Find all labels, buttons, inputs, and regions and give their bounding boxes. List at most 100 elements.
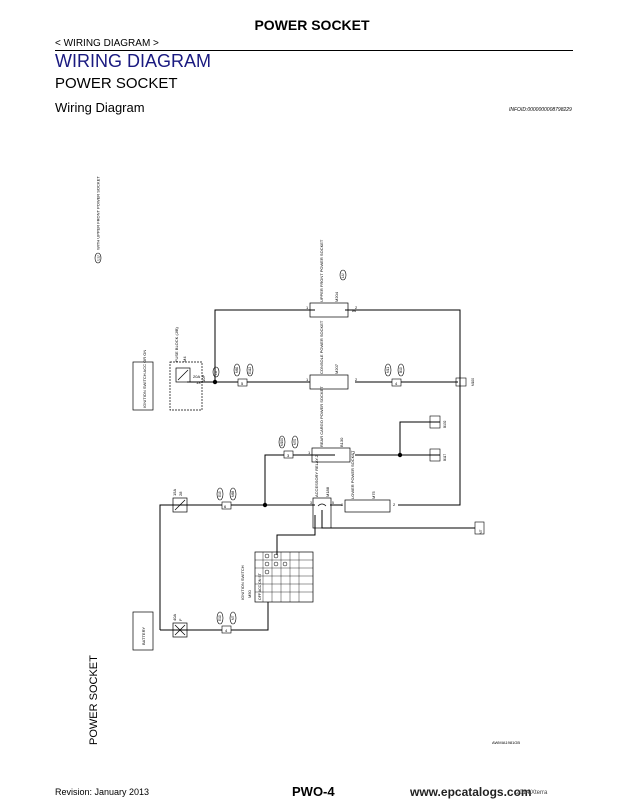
svg-text:3: 3 [310,501,312,505]
fuse-15a: 15A 28 [172,489,188,513]
svg-text:REAR CARGO POWER SOCKET: REAR CARGO POWER SOCKET [319,386,324,447]
connector-m70 [291,435,299,449]
svg-text:4: 4 [395,381,398,386]
footer-watermark[interactable]: www.epcatalogs.com [410,785,532,799]
splice-point [262,502,268,508]
upper-front-power-socket: ⋈ UPPER FRONT POWER SOCKET M204 1 2 LU [306,239,358,318]
svg-text:M11: M11 [386,367,390,373]
connector-m60 [233,363,241,377]
svg-text:⋈: ⋈ [352,308,356,313]
diagram-title: Wiring Diagram [55,100,145,115]
side-title: POWER SOCKET [88,655,100,745]
footer-page-number: PWO-4 [292,784,335,799]
svg-text:IGNITION SWITCH ACC OR ON: IGNITION SWITCH ACC OR ON [142,350,147,408]
svg-text:2: 2 [393,502,396,507]
svg-text:13: 13 [196,380,201,385]
svg-text:M7: M7 [479,529,483,534]
svg-text:6: 6 [224,504,227,509]
svg-text:20A: 20A [193,374,200,379]
wire-ign-relay [276,515,316,555]
footer-revision: Revision: January 2013 [55,787,150,797]
header-divider [55,50,573,51]
wire-relay-ground [321,510,475,529]
page-header-title: POWER SOCKET [254,17,370,33]
svg-text:M7: M7 [231,615,235,620]
lower-power-socket: LOWER POWER SOCKET M75 1 2 [341,450,396,513]
svg-text:LU: LU [214,370,218,375]
rear-cargo-power-socket: REAR CARGO POWER SOCKET B130 1 2 [308,386,356,463]
svg-text:F: F [178,618,183,621]
ignition-switch-acc-box: IGNITION SWITCH ACC OR ON [132,350,154,411]
svg-text:E10: E10 [218,615,222,621]
svg-text:LU: LU [96,255,101,260]
svg-text:M4: M4 [182,356,187,362]
svg-text:ACCESSORY RELAY-2: ACCESSORY RELAY-2 [314,454,319,497]
section-title: WIRING DIAGRAM [55,51,211,71]
subsection-title: POWER SOCKET [55,75,178,92]
svg-text:E15: E15 [218,491,222,497]
svg-text:B117: B117 [443,454,447,461]
ground-terminal-m100 [429,377,485,535]
connector-m68 [229,487,237,501]
svg-text:BATTERY: BATTERY [141,627,146,645]
svg-text:M207: M207 [334,363,339,374]
svg-text:1: 1 [306,377,309,382]
svg-text:OFF ACC ON ST: OFF ACC ON ST [258,572,262,600]
svg-text:E112: E112 [248,367,252,374]
svg-text:M70: M70 [293,439,297,445]
svg-text:M68: M68 [231,491,235,497]
connector-m7 [229,611,237,625]
svg-text:2: 2 [355,305,358,310]
svg-text:5: 5 [241,381,244,386]
svg-text:5: 5 [332,501,334,505]
svg-text:M100: M100 [471,378,475,386]
connector-b10 [397,363,405,377]
ignition-switch: OFF ACC ON ST IGNITION SWITCH M50 [240,551,314,603]
wire-battery-main [159,504,315,630]
svg-text:CONSOLE POWER SOCKET: CONSOLE POWER SOCKET [319,320,324,374]
svg-text:B10: B10 [399,367,403,373]
accessory-relay-2: ACCESSORY RELAY-2 M188 3 5 [310,454,334,529]
fusible-link-40a: 40A F [172,614,188,638]
breadcrumb[interactable]: < WIRING DIAGRAM > [55,38,159,49]
splice-point [397,452,403,458]
svg-text:B130: B130 [339,437,344,447]
svg-text:15A: 15A [172,489,177,496]
connector-e15 [216,487,224,501]
svg-text:M75: M75 [371,490,376,499]
connector-e112 [246,363,254,377]
connector-m11 [384,363,392,377]
svg-text:M100: M100 [280,438,284,446]
svg-text:1: 1 [341,502,344,507]
fuse-block: FUSE BLOCK (J/B) M4 20A 13 10P [169,326,206,411]
svg-text:LOWER POWER SOCKET: LOWER POWER SOCKET [350,450,355,499]
wire-b132 [399,421,440,455]
svg-text:2: 2 [355,377,358,382]
svg-text:UPPER FRONT POWER SOCKET: UPPER FRONT POWER SOCKET [319,239,324,302]
diagram-reference: AWMIA1981GB [492,740,521,745]
svg-text:WITH UPPER FRONT POWER SOCKET: WITH UPPER FRONT POWER SOCKET [96,176,101,250]
svg-text:B132: B132 [443,420,447,428]
wire-ign-switch [160,602,269,631]
svg-text:FUSE BLOCK (J/B): FUSE BLOCK (J/B) [174,326,179,362]
svg-text:28: 28 [178,491,183,496]
svg-text:M204: M204 [334,291,339,302]
svg-text:IGNITION SWITCH: IGNITION SWITCH [240,565,245,600]
splice-point [212,379,218,385]
svg-text:4: 4 [225,628,228,633]
battery: BATTERY [132,611,154,651]
svg-text:40A: 40A [172,614,177,621]
svg-text:10P: 10P [201,375,206,382]
svg-text:2: 2 [353,450,356,455]
svg-text:1: 1 [306,305,309,310]
connector-m100 [278,435,286,449]
svg-text:M60: M60 [235,367,239,373]
svg-text:M188: M188 [325,486,330,497]
wire-upper-feed [214,309,315,382]
legend-lu: LU WITH UPPER FRONT POWER SOCKET [94,176,102,264]
info-id: INFOID:0000000008798229 [509,107,572,113]
footer-model-year: 2014 Xterra [516,790,548,796]
svg-text:3: 3 [287,453,290,458]
console-power-socket: CONSOLE POWER SOCKET M207 1 2 [306,320,358,390]
